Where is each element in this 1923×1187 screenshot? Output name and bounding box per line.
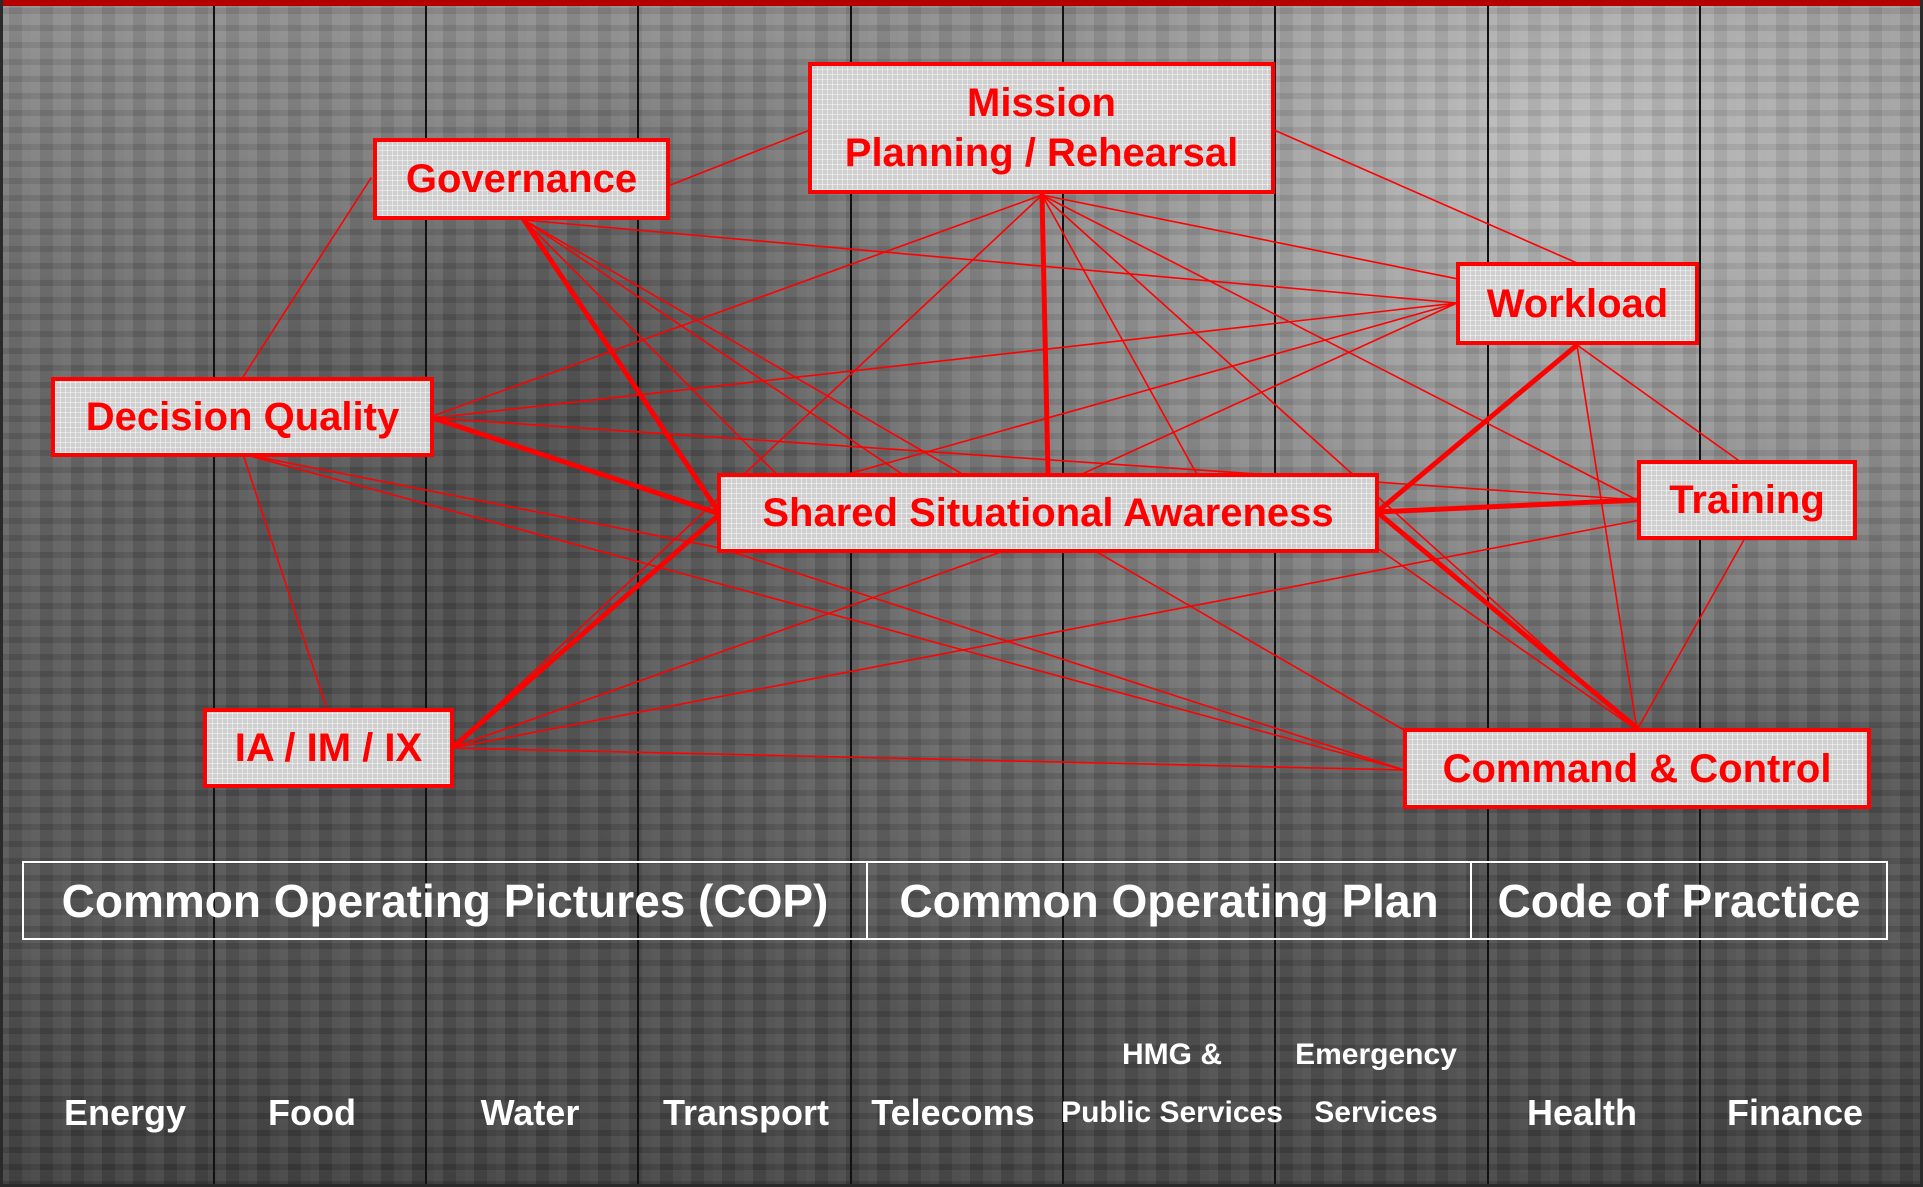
column-divider [850, 6, 852, 1187]
sector-health: Health [1526, 1092, 1638, 1133]
node-workload: Workload [1456, 262, 1699, 345]
section-code-of-practice: Code of Practice [1470, 863, 1886, 938]
node-ia-im-ix: IA / IM / IX [203, 708, 454, 788]
column-divider [637, 6, 639, 1187]
node-decision-quality: Decision Quality [51, 377, 434, 457]
section-bar: Common Operating Pictures (COP) Common O… [22, 861, 1888, 940]
sector-food: Food [268, 1092, 356, 1133]
node-command-and-control: Command & Control [1403, 728, 1871, 809]
column-divider [1274, 6, 1276, 1187]
sector-water: Water [480, 1092, 580, 1133]
thick-links [430, 192, 1643, 751]
top-accent-bar [0, 0, 1923, 6]
node-shared-situational-awareness: Shared Situational Awareness [717, 473, 1379, 553]
column-divider [1699, 6, 1701, 1187]
sector-telecoms: Telecoms [871, 1092, 1035, 1133]
node-mission-planning-rehearsal: Mission Planning / Rehearsal [808, 62, 1275, 194]
column-divider [1062, 6, 1064, 1187]
column-divider [425, 6, 427, 1187]
section-common-operating-plan: Common Operating Plan [866, 863, 1470, 938]
sector-transport: Transport [662, 1092, 830, 1133]
column-divider [213, 6, 215, 1187]
thin-links [242, 129, 1746, 771]
sector-hmg-public-services: HMG &Public Services [1061, 1038, 1283, 1129]
section-common-operating-pictures: Common Operating Pictures (COP) [61, 874, 829, 927]
node-governance: Governance [373, 138, 670, 220]
node-training: Training [1637, 460, 1857, 540]
sector-finance: Finance [1726, 1092, 1864, 1133]
sector-energy: Energy [63, 1092, 187, 1133]
